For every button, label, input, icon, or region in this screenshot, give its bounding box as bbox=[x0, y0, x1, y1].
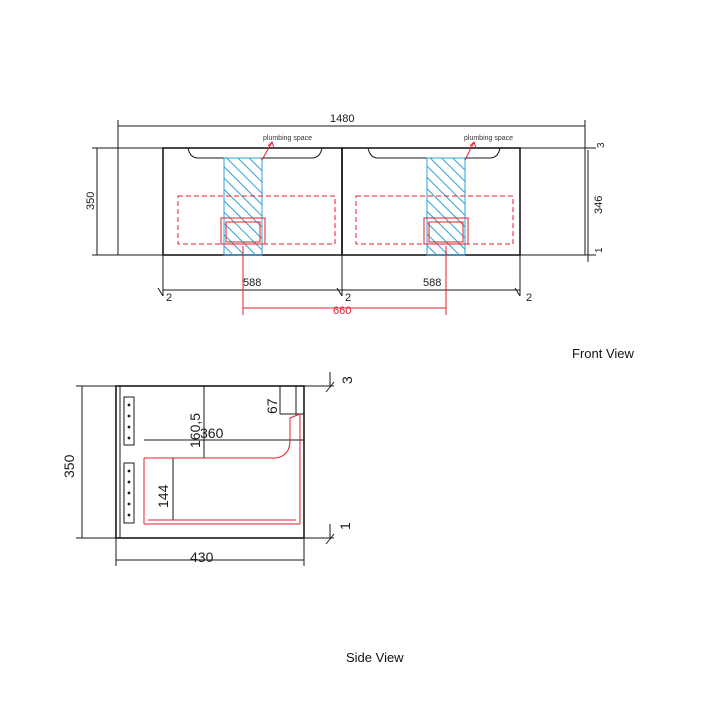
plumbing-label-right: plumbing space bbox=[464, 135, 513, 142]
side-dim-bottom-gap: 1 bbox=[337, 522, 353, 530]
side-dim-top-gap: 3 bbox=[339, 376, 355, 384]
side-dim-depth: 430 bbox=[190, 549, 214, 565]
front-drawer-outlines bbox=[177, 141, 514, 315]
side-dim-upper: 160,5 bbox=[187, 413, 203, 448]
dim-right-unit-width: 588 bbox=[423, 277, 441, 289]
side-dim-notch: 67 bbox=[264, 398, 280, 414]
dim-mid-offset: 2 bbox=[345, 292, 351, 304]
dim-height-left: 350 bbox=[85, 192, 97, 210]
front-view-label: Front View bbox=[572, 346, 635, 361]
side-dim-drawer-depth: 360 bbox=[200, 425, 224, 441]
dim-bottom-gap: 1 bbox=[594, 247, 605, 253]
side-drawer-outline bbox=[143, 413, 301, 525]
dim-plumbing-spacing: 660 bbox=[333, 305, 351, 317]
dim-left-unit-width: 588 bbox=[243, 277, 261, 289]
side-dim-drawer-height: 144 bbox=[155, 484, 171, 508]
dim-total-width: 1480 bbox=[330, 113, 354, 125]
plumbing-label-left: plumbing space bbox=[263, 135, 312, 142]
dim-inner-height: 346 bbox=[593, 196, 605, 214]
side-view-label: Side View bbox=[346, 650, 404, 665]
side-dim-height: 350 bbox=[61, 454, 77, 478]
plumbing-zone-right bbox=[426, 157, 466, 256]
dim-left-offset: 2 bbox=[166, 292, 172, 304]
dim-top-gap: 3 bbox=[596, 142, 607, 148]
side-rail-screws bbox=[127, 403, 131, 517]
front-plumbing-zones bbox=[223, 157, 466, 256]
plumbing-zone-left bbox=[223, 157, 263, 256]
dim-right-offset: 2 bbox=[526, 292, 532, 304]
front-view bbox=[92, 120, 596, 297]
side-view bbox=[76, 372, 335, 566]
